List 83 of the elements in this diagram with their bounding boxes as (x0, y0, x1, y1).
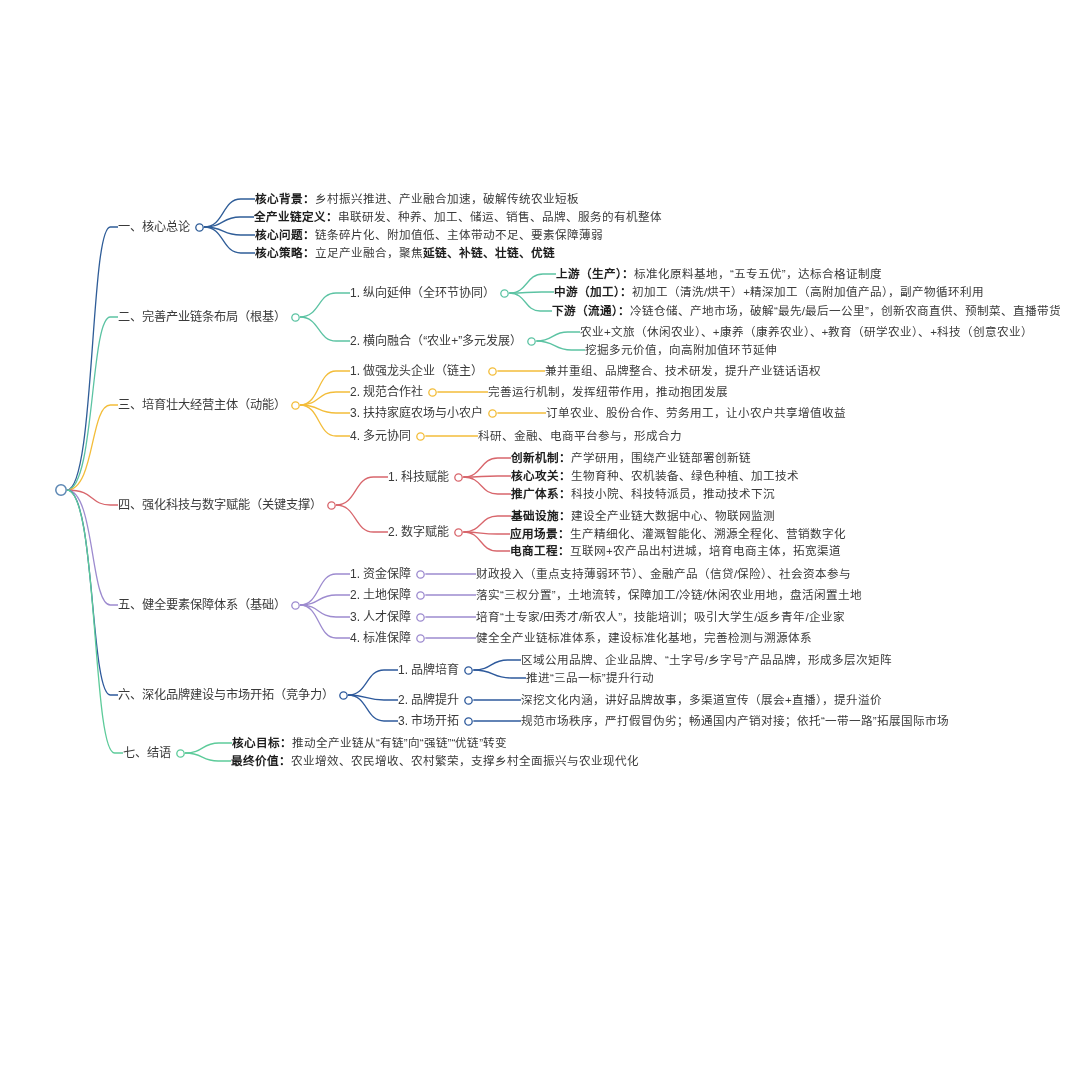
branch-line (462, 476, 512, 495)
branch-line (508, 292, 553, 312)
subtopic-label: 1. 做强龙头企业（链主） (350, 363, 484, 379)
branch-line (424, 573, 477, 575)
branch-line (424, 594, 477, 596)
subtopic-label: 2. 规范合作社 (350, 384, 424, 400)
branch-line (299, 404, 351, 414)
branch-line (299, 292, 351, 318)
branch-line (496, 370, 546, 372)
branch-line (203, 226, 256, 254)
subtopic-label: 3. 扶持家庭农场与小农户 (350, 405, 484, 421)
detail-text: 创新机制：产学研用，围绕产业链部署创新链 (511, 450, 751, 466)
detail-text: 核心攻关：生物育种、农机装备、绿色种植、加工技术 (511, 468, 799, 484)
detail-text: 中游（加工）：初加工（清洗/烘干）+精深加工（高附加值产品），副产物循环利用 (554, 284, 984, 300)
detail-text: 深挖文化内涵，讲好品牌故事，多渠道宣传（展会+直播），提升溢价 (521, 692, 882, 708)
subtopic-label: 2. 土地保障 (350, 587, 412, 603)
subtopic-label: 2. 品牌提升 (398, 692, 460, 708)
topic-label: 五、健全要素保障体系（基础） (118, 597, 286, 613)
branch-line (299, 316, 351, 342)
detail-text: 核心策略：立足产业融合，聚焦延链、补链、壮链、优链 (255, 245, 555, 261)
branch-line (203, 226, 256, 236)
detail-text: 农业+文旅（休闲农业）、+康养（康养农业）、+教育（研学农业）、+科技（创意农业） (580, 324, 1034, 340)
topic-label: 七、结语 (123, 745, 171, 761)
subtopic-label: 2. 横向融合（“农业+”多元发展） (350, 333, 523, 349)
detail-text: 健全全产业链标准体系，建设标准化基地，完善检测与溯源体系 (476, 630, 812, 646)
detail-text: 电商工程：互联网+农产品出村进城，培育电商主体，拓宽渠道 (510, 543, 841, 559)
branch-line (184, 752, 232, 762)
subtopic-label: 4. 标准保障 (350, 630, 412, 646)
branch-line (335, 504, 389, 533)
detail-text: 科研、金融、电商平台参与，形成合力 (478, 428, 682, 444)
detail-text: 培育“土专家/田秀才/新农人”，技能培训；吸引大学生/返乡青年/企业家 (476, 609, 845, 625)
branch-line (472, 720, 522, 722)
detail-text: 应用场景：生产精细化、灌溉智能化、溯源全程化、营销数字化 (510, 526, 846, 542)
branch-line (347, 694, 399, 722)
subtopic-label: 1. 品牌培育 (398, 662, 460, 678)
branch-line (472, 669, 527, 679)
topic-label: 三、培育壮大经营主体（动能） (118, 397, 286, 413)
subtopic-label: 1. 科技赋能 (388, 469, 450, 485)
topic-label: 一、核心总论 (118, 219, 190, 235)
branch-line (299, 604, 351, 639)
branch-line (424, 616, 477, 618)
branch-line (535, 340, 586, 351)
branch-line (66, 489, 119, 506)
branch-line (66, 226, 119, 491)
branch-line (462, 531, 511, 552)
subtopic-label: 1. 资金保障 (350, 566, 412, 582)
detail-text: 下游（流通）：冷链仓储、产地市场，破解“最先/最后一公里”，创新农商直供、预制菜、直播带货 (552, 303, 1061, 319)
detail-text: 落实“三权分置”，土地流转，保障加工/冷链/休闲农业用地，盘活闲置土地 (476, 587, 863, 603)
detail-text: 核心问题：链条碎片化、附加值低、主体带动不足、要素保障薄弱 (255, 227, 603, 243)
detail-text: 推进“三品一标”提升行动 (526, 670, 654, 686)
branch-line (66, 489, 124, 754)
detail-text: 全产业链定义：串联研发、种养、加工、储运、销售、品牌、服务的有机整体 (254, 209, 662, 225)
detail-text: 规范市场秩序，严打假冒伪劣；畅通国内产销对接；依托“一带一路”拓展国际市场 (521, 713, 949, 729)
subtopic-label: 3. 市场开拓 (398, 713, 460, 729)
detail-text: 订单农业、股份合作、劳务用工，让小农户共享增值收益 (546, 405, 846, 421)
subtopic-label: 4. 多元协同 (350, 428, 412, 444)
detail-text: 推广体系：科技小院、科技特派员，推动技术下沉 (511, 486, 775, 502)
detail-text: 兼并重组、品牌整合、技术研发，提升产业链话语权 (545, 363, 821, 379)
branch-line (299, 594, 351, 606)
branch-line (424, 435, 479, 437)
root-circle (55, 484, 67, 496)
detail-text: 区域公用品牌、企业品牌、“土字号/乡字号”产品品牌，形成多层次矩阵 (521, 652, 892, 668)
subtopic-label: 1. 纵向延伸（全环节协同） (350, 285, 496, 301)
branch-line (299, 404, 351, 437)
detail-text: 核心目标：推动全产业链从“有链”向“强链”“优链”转变 (232, 735, 508, 751)
detail-text: 挖掘多元价值，向高附加值环节延伸 (585, 342, 777, 358)
detail-text: 基础设施：建设全产业链大数据中心、物联网监测 (511, 508, 775, 524)
branch-line (335, 476, 389, 506)
branch-line (436, 391, 489, 393)
topic-label: 二、完善产业链条布局（根基） (118, 309, 286, 325)
subtopic-label: 3. 人才保障 (350, 609, 412, 625)
subtopic-label: 2. 数字赋能 (388, 524, 450, 540)
branch-line (472, 699, 522, 701)
topic-label: 六、深化品牌建设与市场开拓（竞争力） (118, 687, 334, 703)
detail-text: 最终价值：农业增效、农民增收、农村繁荣，支撑乡村全面振兴与农业现代化 (231, 753, 639, 769)
branch-line (347, 669, 399, 696)
detail-text: 完善运行机制，发挥纽带作用，推动抱团发展 (488, 384, 728, 400)
detail-text: 核心背景：乡村振兴推进、产业融合加速，破解传统农业短板 (255, 191, 579, 207)
branch-line (424, 637, 477, 639)
detail-text: 财政投入（重点支持薄弱环节）、金融产品（信贷/保险）、社会资本参与 (476, 566, 852, 582)
topic-label: 四、强化科技与数字赋能（关键支撑） (118, 497, 322, 513)
detail-text: 上游（生产）：标准化原料基地，“五专五优”，达标合格证制度 (556, 266, 882, 282)
branch-line (496, 412, 547, 414)
